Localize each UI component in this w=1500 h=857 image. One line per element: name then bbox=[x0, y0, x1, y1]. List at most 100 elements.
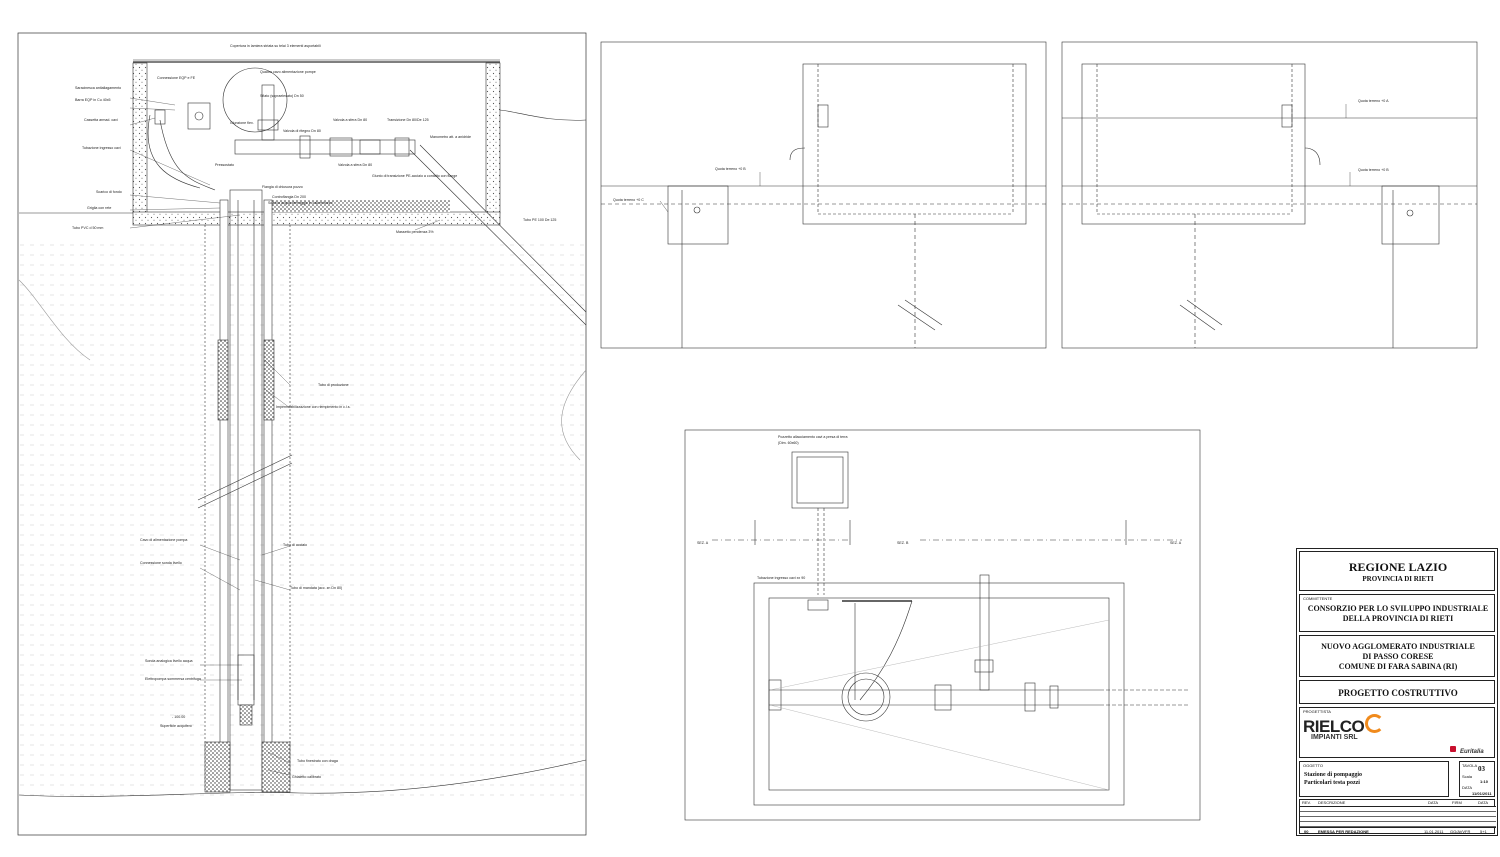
label-cabinet: Cassetta armad. cavi bbox=[84, 118, 118, 122]
label-cementation: Impermeabilizzazione con riempimento in … bbox=[276, 405, 351, 409]
rielco-logo-sub: IMPIANTI SRL bbox=[1311, 734, 1358, 741]
sheet-number: 03 bbox=[1478, 765, 1485, 773]
label-grid: Griglia con rete bbox=[87, 206, 111, 210]
label-pit: Pozzetto allacciamento cavi a presa di t… bbox=[778, 435, 848, 439]
subject-line2: Particolari testa pozzi bbox=[1304, 780, 1360, 786]
label-slope: Massetto pendenza 3% bbox=[396, 230, 434, 234]
plan-labels: Pozzetto allacciamento cavi a presa di t… bbox=[697, 435, 1182, 580]
label-counter-flange: Controflangia Dn 200 bbox=[272, 195, 306, 199]
rev-row-desc: EMESSA PER REDAZIONE bbox=[1318, 829, 1369, 834]
region-subtitle: PROVINCIA DI RIETI bbox=[1362, 575, 1434, 583]
label-valve-guard: Sfiato (sopraelevato) Dn 50 bbox=[260, 94, 304, 98]
date-label: DATA bbox=[1462, 785, 1473, 790]
label-flange-close: Flangia di chiusura pozzo bbox=[262, 185, 303, 189]
label-pressostato: Pressostato bbox=[215, 163, 234, 167]
euritalia-logo: Euritalia bbox=[1450, 740, 1484, 758]
rielco-logo: RIELCO IMPIANTI SRL bbox=[1303, 714, 1385, 741]
label-sec-a-right: SEZ. A bbox=[1170, 541, 1182, 545]
label-level-conn: Connessione sonda livello bbox=[140, 561, 182, 565]
elevation-labels-2: Quota terreno +0 A Quota terreno +0 B bbox=[1358, 99, 1389, 172]
label-quota-b-left: Quota terreno +0 B bbox=[715, 167, 746, 171]
revision-row: 00 EMESSA PER REDAZIONE 11.01.2011 GG/AV… bbox=[1300, 827, 1496, 835]
label-pe-pipe: Tubo PE 100 De 125 bbox=[523, 218, 556, 222]
rev-row-date: 11.01.2011 bbox=[1424, 829, 1444, 834]
label-prod-pipe: Tubo di produzione bbox=[318, 383, 349, 387]
phase-label: PROGETTO COSTRUTTIVO bbox=[1338, 688, 1458, 698]
label-aquifer-val: - 100.00 bbox=[172, 715, 185, 719]
rev-row-firm: GG/AVVFR bbox=[1450, 829, 1471, 834]
label-filter-pipe: Tubo finestrato con draga bbox=[297, 759, 338, 763]
label-manometer: Manometro att. a anidride bbox=[430, 135, 471, 139]
project-line2: DI PASSO CORESE bbox=[1362, 652, 1434, 661]
label-plan-cable-pipe: Tubazione ingresso cavi xx 90 bbox=[757, 576, 805, 580]
plan-view bbox=[684, 429, 1201, 821]
label-check-valve: Valvola di ritegno Dn 80 bbox=[283, 129, 321, 133]
label-quota-c-left: Quota terreno +0 C bbox=[613, 198, 644, 202]
subject-label: OGGETTO bbox=[1303, 763, 1323, 768]
revision-header-row: REV. DESCRIZIONE DATA FIRM DATA bbox=[1300, 800, 1496, 807]
scale-value: 1:10 bbox=[1480, 779, 1489, 784]
label-sec-b: SEZ. B bbox=[897, 541, 909, 545]
client-line2: DELLA PROVINCIA DI RIETI bbox=[1342, 614, 1454, 623]
rev-header-date: DATA bbox=[1428, 800, 1439, 805]
region-title: REGIONE LAZIO bbox=[1348, 560, 1448, 574]
date-value: 11/01/2011 bbox=[1472, 791, 1492, 796]
label-pit-dim: (Dim. 60x60) bbox=[778, 441, 799, 445]
label-gate-valve: Valvola a sfera Dn 80 bbox=[333, 118, 367, 122]
label-steel-pipe: Tubo di acciaio bbox=[283, 543, 307, 547]
label-delivery-pipe: Tubo di mandata (acc. zn Dn 80) bbox=[290, 586, 342, 590]
title-block bbox=[1296, 548, 1498, 836]
client-line1: CONSORZIO PER LO SVILUPPO INDUSTRIALE bbox=[1307, 604, 1489, 613]
elevation-view-2 bbox=[1061, 41, 1478, 349]
label-cover: Copertura in lamiera striata su telai 3 … bbox=[230, 44, 321, 48]
title-project-box: NUOVO AGGLOMERATO INDUSTRIALE DI PASSO C… bbox=[1299, 635, 1495, 677]
label-quota-a-right: Quota terreno +0 A bbox=[1358, 99, 1389, 103]
label-antiflood: Saracinesca antiallagamento bbox=[75, 86, 121, 90]
elevation-view-1 bbox=[600, 41, 1047, 349]
title-revision-box: REV. DESCRIZIONE DATA FIRM DATA 00 EMESS… bbox=[1299, 799, 1496, 835]
rielco-logo-text: RIELCO bbox=[1303, 717, 1365, 736]
rev-header-firm: FIRM bbox=[1452, 800, 1462, 805]
project-line1: NUOVO AGGLOMERATO INDUSTRIALE bbox=[1321, 642, 1475, 651]
label-drain: Scarico acqua drenaggio in calcestruzzo bbox=[268, 201, 333, 205]
label-pump: Elettropompa sommersa centrifuga bbox=[145, 677, 201, 681]
title-designer-box: PROGETTISTA RIELCO IMPIANTI SRL Euritali… bbox=[1299, 707, 1495, 758]
rev-header-date2: DATA bbox=[1478, 800, 1489, 805]
rev-row-rev: 00 bbox=[1304, 829, 1309, 834]
euritalia-mark-icon bbox=[1450, 746, 1456, 753]
label-cable-pipe: Tubazione ingresso cavi bbox=[82, 146, 121, 150]
label-gravel: Ghiaietto calibrato bbox=[292, 775, 321, 779]
label-gate-valve2: Valvola a sfera Dn 80 bbox=[338, 163, 372, 167]
title-phase-box: PROGETTO COSTRUTTIVO bbox=[1299, 680, 1495, 704]
sheet-label: TAVOLA bbox=[1462, 763, 1478, 768]
label-level-probe: Sonda analogica livello acqua bbox=[145, 659, 193, 663]
well-section-view bbox=[17, 32, 587, 836]
project-line3: COMUNE DI FARA SABINA (RI) bbox=[1338, 662, 1458, 671]
scale-label: Scala bbox=[1462, 774, 1473, 779]
label-transition: Transizione Dn 80/De 125 bbox=[387, 118, 429, 122]
label-flange-joint: Giunto di transizione PE-acciaio a conta… bbox=[372, 174, 457, 178]
rev-header-rev: REV. bbox=[1302, 800, 1311, 805]
label-quota-b-right: Quota terreno +0 B bbox=[1358, 168, 1389, 172]
label-aquifer-level: Superficie acquifero bbox=[160, 724, 192, 728]
label-pvc-pipe: Tubo PVC d 50 mm bbox=[72, 226, 103, 230]
client-label: COMMITTENTE bbox=[1303, 596, 1333, 601]
rielco-swoosh-icon bbox=[1365, 714, 1385, 733]
title-subject-box: OGGETTO Stazione di pompaggio Particolar… bbox=[1299, 761, 1449, 797]
label-power-cable: Quadro cavo alimentazione pompe bbox=[260, 70, 316, 74]
label-junction: Giunzione flex. bbox=[230, 121, 254, 125]
rev-row-date2: 5+1 bbox=[1480, 829, 1487, 834]
label-bar: Barra EQP in Cu 40x5 bbox=[75, 98, 111, 102]
label-discharge: Scarico di fondo bbox=[96, 190, 122, 194]
label-connector: Connessione EQP e FE bbox=[157, 76, 196, 80]
label-power-cable2: Cavo di alimentazione pompa bbox=[140, 538, 187, 542]
label-sec-a-left: SEZ. A bbox=[697, 541, 709, 545]
designer-label: PROGETTISTA bbox=[1303, 709, 1331, 714]
subject-line1: Stazione di pompaggio bbox=[1304, 772, 1363, 778]
rev-header-desc: DESCRIZIONE bbox=[1318, 800, 1346, 805]
title-region-box: REGIONE LAZIO PROVINCIA DI RIETI bbox=[1299, 551, 1495, 591]
euritalia-logo-text: Euritalia bbox=[1460, 749, 1484, 755]
revision-empty-rows bbox=[1300, 807, 1496, 827]
title-sheet-box: TAVOLA 03 Scala 1:10 DATA 11/01/2011 bbox=[1459, 761, 1495, 797]
